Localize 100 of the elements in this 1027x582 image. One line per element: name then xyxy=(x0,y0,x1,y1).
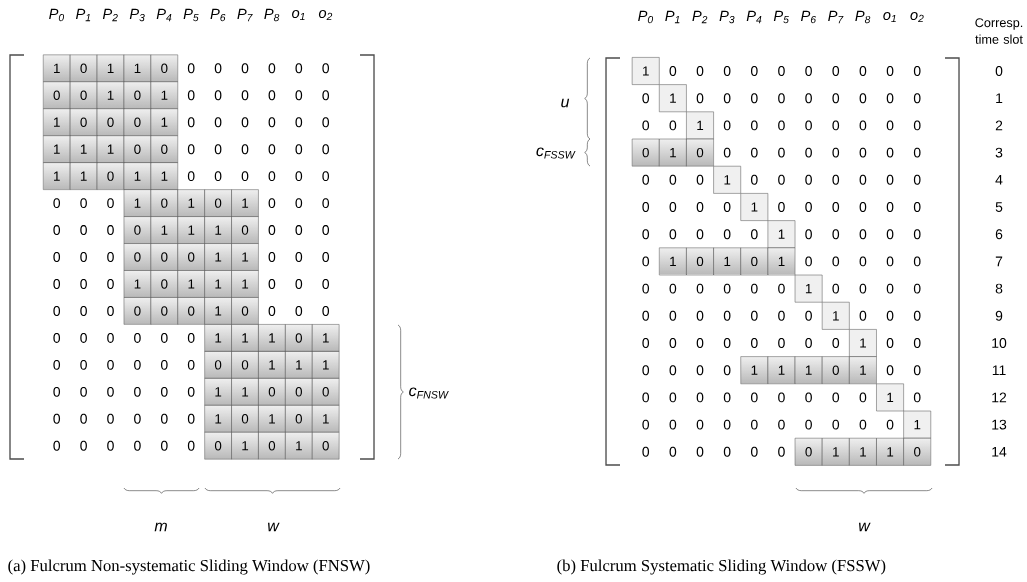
matrix-entry: 0 xyxy=(859,256,867,267)
matrix-entry: 0 xyxy=(268,171,276,182)
matrix-entry: 0 xyxy=(696,419,704,430)
matrix-cell: 0 xyxy=(177,297,205,325)
matrix-entry: 0 xyxy=(187,440,195,451)
matrix-entry: 0 xyxy=(134,386,141,397)
matrix-entry: 0 xyxy=(778,66,785,76)
matrix-entry: 0 xyxy=(214,171,222,182)
matrix-cell: 1 xyxy=(123,270,152,298)
matrix-entry: 0 xyxy=(268,225,276,236)
matrix-cell: 1 xyxy=(258,351,286,379)
matrix-entry: 0 xyxy=(723,446,731,457)
column-header: P$_{2}$ xyxy=(102,8,118,22)
matrix-entry: 0 xyxy=(107,279,114,289)
matrix-entry: 0 xyxy=(669,229,677,240)
matrix-entry: 0 xyxy=(80,198,87,209)
matrix-entry: 0 xyxy=(805,392,812,403)
matrix-entry: 0 xyxy=(778,283,785,294)
matrix-entry: 0 xyxy=(832,174,840,185)
time-slot-number: 14 xyxy=(992,447,1007,457)
matrix-entry: 0 xyxy=(750,147,758,158)
matrix-cell: 0 xyxy=(123,243,152,271)
matrix-cell: 1 xyxy=(767,220,796,249)
matrix-cell: 1 xyxy=(96,54,125,83)
matrix-entry: 0 xyxy=(241,144,249,155)
matrix-entry: 0 xyxy=(805,256,812,267)
matrix-cell: 1 xyxy=(43,54,71,83)
matrix-entry: 0 xyxy=(268,306,276,316)
matrix-entry: 0 xyxy=(696,392,704,403)
time-slot-number: 9 xyxy=(995,310,1003,321)
matrix-entry: 0 xyxy=(187,386,195,397)
matrix-cell: 0 xyxy=(150,270,179,298)
matrix-cell: 1 xyxy=(150,162,179,190)
matrix-entry: 0 xyxy=(642,93,650,104)
matrix-cell: 0 xyxy=(794,437,823,466)
matrix-cell: 0 xyxy=(903,437,932,466)
matrix-entry: 0 xyxy=(859,310,867,321)
matrix-entry: 0 xyxy=(750,174,758,185)
matrix-entry: 0 xyxy=(778,120,785,131)
matrix-entry: 0 xyxy=(913,310,921,321)
matrix-entry: 0 xyxy=(241,171,249,182)
matrix-cell: 1 xyxy=(204,297,232,325)
matrix-entry: 0 xyxy=(134,332,141,343)
matrix-entry: 0 xyxy=(642,392,650,403)
matrix-entry: 0 xyxy=(805,419,812,430)
matrix-entry: 0 xyxy=(295,225,303,236)
matrix-cell: 0 xyxy=(312,378,340,406)
matrix-entry: 0 xyxy=(805,120,812,131)
matrix-entry: 0 xyxy=(886,93,894,104)
matrix-entry: 0 xyxy=(295,279,303,289)
matrix-entry: 0 xyxy=(750,338,758,348)
matrix-entry: 0 xyxy=(832,66,840,76)
matrix-entry: 0 xyxy=(778,202,785,212)
column-header: P$_{3}$ xyxy=(129,8,145,22)
matrix-cell: 0 xyxy=(123,81,152,109)
matrix-entry: 0 xyxy=(53,359,61,370)
matrix-entry: 0 xyxy=(778,419,785,430)
matrix-entry: 0 xyxy=(832,202,840,212)
matrix-entry: 0 xyxy=(859,120,867,131)
matrix-cell: 1 xyxy=(713,165,741,194)
matrix-cell: 0 xyxy=(204,189,232,217)
matrix-cell: 1 xyxy=(794,274,823,303)
matrix-entry: 0 xyxy=(80,413,87,424)
matrix-cell: 1 xyxy=(231,243,259,271)
matrix-entry: 0 xyxy=(669,419,677,430)
matrix-entry: 0 xyxy=(322,252,330,262)
matrix-cell: 1 xyxy=(258,324,286,352)
matrix-entry: 0 xyxy=(187,90,195,101)
matrix-cell: 0 xyxy=(150,297,179,325)
matrix-entry: 0 xyxy=(805,93,812,104)
matrix-cell: 1 xyxy=(821,301,850,330)
column-header: o$_{2}$ xyxy=(318,9,333,21)
column-header: P$_{7}$ xyxy=(237,8,253,22)
matrix-entry: 0 xyxy=(750,93,758,104)
matrix-entry: 0 xyxy=(160,413,168,424)
matrix-entry: 0 xyxy=(805,66,812,76)
matrix-entry: 0 xyxy=(832,120,840,131)
matrix-cell: 1 xyxy=(659,138,687,167)
matrix-entry: 0 xyxy=(723,338,731,348)
matrix-entry: 0 xyxy=(107,225,114,236)
matrix-cell: 1 xyxy=(876,383,904,412)
matrix-entry: 0 xyxy=(696,174,704,185)
matrix-entry: 0 xyxy=(750,229,758,240)
matrix-entry: 0 xyxy=(886,66,894,76)
matrix-entry: 0 xyxy=(886,229,894,240)
matrix-entry: 0 xyxy=(295,171,303,182)
matrix-entry: 0 xyxy=(80,279,87,289)
matrix-cell: 0 xyxy=(150,189,179,217)
matrix-entry: 0 xyxy=(322,198,330,209)
subfigure-caption: (a) Fulcrum Non-systematic Sliding Window (FNSW) xyxy=(8,559,370,575)
matrix-entry: 0 xyxy=(778,310,785,321)
matrix-cell: 0 xyxy=(69,81,98,109)
matrix-entry: 0 xyxy=(241,63,249,74)
matrix-entry: 0 xyxy=(859,66,867,76)
matrix-entry: 0 xyxy=(107,198,114,209)
matrix-entry: 0 xyxy=(859,147,867,158)
matrix-entry: 0 xyxy=(53,386,61,397)
matrix-entry: 0 xyxy=(750,120,758,131)
matrix-entry: 0 xyxy=(832,229,840,240)
matrix-cell: 0 xyxy=(285,405,313,433)
